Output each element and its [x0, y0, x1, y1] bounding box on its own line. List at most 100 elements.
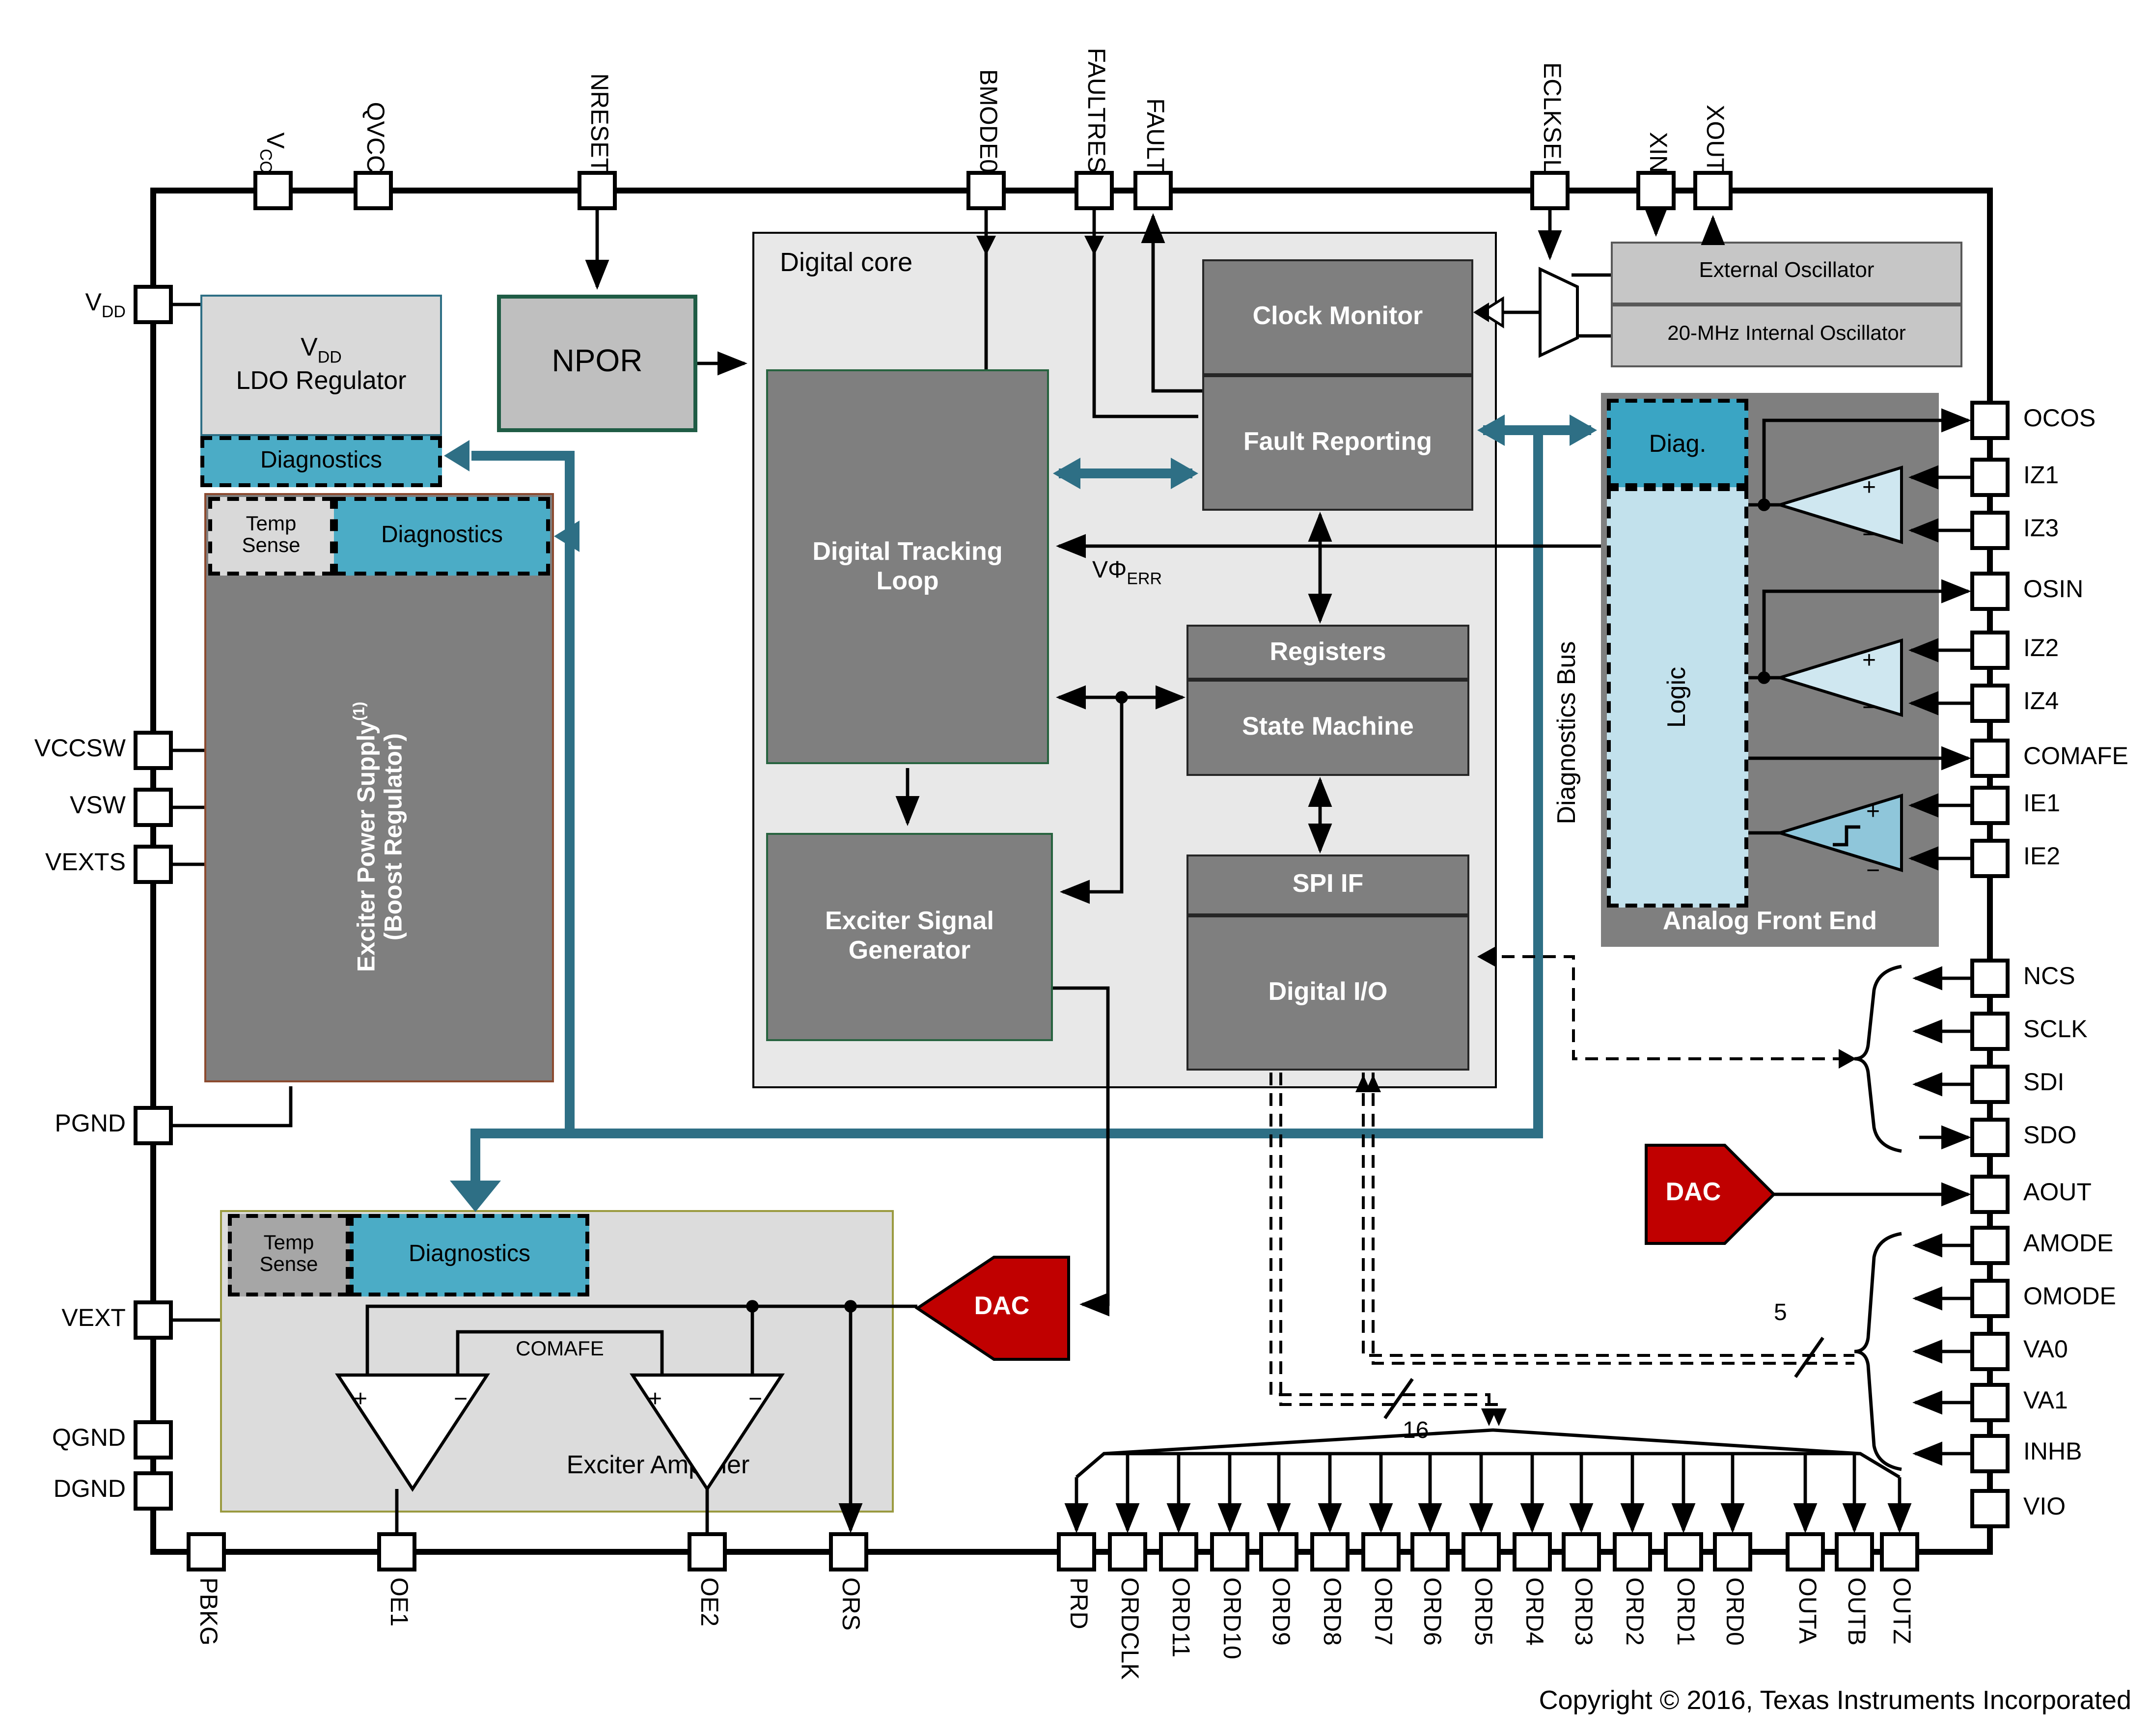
fault-reporting-block: Fault Reporting: [1202, 375, 1473, 511]
pin-label-sdi: SDI: [2023, 1069, 2065, 1096]
pin-label-vexts: VEXTS: [45, 849, 126, 876]
pin-label-inhb: INHB: [2023, 1438, 2082, 1465]
arrowhead-to-amp-diagnostics: [450, 1181, 501, 1212]
pin-iz1: [1970, 458, 2010, 497]
pin-ord10: [1210, 1532, 1249, 1571]
bmode0-arrowhead: [976, 236, 996, 255]
pin-label-ors: ORS: [836, 1577, 863, 1631]
bus5-line-b: [1372, 1073, 1854, 1365]
pin-ordclk: [1108, 1532, 1147, 1571]
state-machine-block: State Machine: [1186, 680, 1469, 776]
dtl-line1: Digital Tracking: [812, 536, 1003, 566]
junction-dot: [746, 1300, 759, 1313]
afe-comparator: [1774, 793, 1903, 873]
registers-block: Registers: [1186, 625, 1469, 680]
digital-core-label: Digital core: [780, 248, 913, 277]
pin-label-prd: PRD: [1064, 1577, 1091, 1629]
pin-ors: [829, 1532, 868, 1571]
pin-label-vext: VEXT: [61, 1304, 126, 1332]
sm-esg-wire: [1059, 697, 1124, 904]
afe-comp-plus: +: [1866, 799, 1880, 825]
pin-vext: [134, 1300, 173, 1340]
pin-qvcc: [354, 171, 393, 210]
pin-eclksel: [1530, 171, 1570, 210]
arrowhead-to-spi-if: [1477, 947, 1495, 966]
pin-ie1: [1970, 786, 2010, 825]
mode-pins-brace: [1854, 1232, 1902, 1471]
comafe-rail-wire: [456, 1330, 664, 1375]
bus5-slash: [1794, 1337, 1824, 1378]
fanout-tent: [1103, 1428, 1861, 1456]
pin-vccsw: [134, 731, 173, 770]
bus5-line-a: [1362, 1073, 1854, 1357]
eps-temp-line1: Temp: [246, 512, 297, 536]
pin-prd: [1057, 1532, 1096, 1571]
faultres-wire: [1092, 210, 1198, 418]
pin-iz2: [1970, 631, 2010, 670]
digital-io-block: Digital I/O: [1186, 915, 1469, 1071]
afe-amp1-minus: −: [1862, 522, 1876, 548]
eps-diagnostics-block: Diagnostics: [334, 497, 550, 576]
pin-label-aout: AOUT: [2023, 1179, 2092, 1206]
osin-wire: [1762, 579, 1972, 678]
external-oscillator-block: External Oscillator: [1611, 242, 1962, 304]
pin-osin: [1970, 572, 2010, 611]
pin-label-osin: OSIN: [2023, 576, 2084, 603]
pin-dgnd: [134, 1471, 173, 1511]
ldo-regulator-block: VDD LDO Regulator: [200, 295, 442, 436]
afe-logic-block: [1607, 487, 1748, 908]
bus16-line-b: [1279, 1073, 1500, 1420]
pin-comafe: [1970, 739, 2010, 778]
clock-monitor-block: Clock Monitor: [1202, 259, 1473, 375]
pin-label-pgnd: PGND: [55, 1110, 126, 1137]
opamp1-plus: +: [354, 1386, 367, 1412]
open-arrowhead: [1479, 296, 1504, 329]
opamp2-plus: +: [648, 1386, 662, 1412]
pin-oe1: [377, 1532, 416, 1571]
pin-label-ord9: ORD9: [1266, 1577, 1294, 1646]
dac-output-wire: [365, 1304, 917, 1375]
esg-line2: Generator: [848, 935, 971, 964]
pgnd-wire: [173, 1086, 293, 1128]
pin-label-iz2: IZ2: [2023, 634, 2059, 662]
pin-label-iz4: IZ4: [2023, 688, 2059, 715]
pin-pgnd: [134, 1106, 173, 1145]
pin-label-qvcc: QVCC: [360, 102, 388, 173]
pin-iz3: [1970, 511, 2010, 550]
bus5-width-label: 5: [1774, 1298, 1787, 1326]
digital-tracking-loop-block: Digital Tracking Loop: [766, 369, 1049, 764]
pin-fault: [1133, 171, 1173, 210]
pin-label-oe1: OE1: [384, 1577, 412, 1627]
arrowhead-to-dtl: [1053, 458, 1080, 489]
ldo-line1: VDD: [301, 332, 342, 367]
pin-sdo: [1970, 1118, 2010, 1157]
pin-sclk: [1970, 1012, 2010, 1051]
internal-oscillator-block: 20-MHz Internal Oscillator: [1611, 304, 1962, 367]
pin-label-ord10: ORD10: [1217, 1577, 1244, 1659]
pin-ord0: [1713, 1532, 1752, 1571]
dac-aout-shape: [1645, 1144, 1776, 1245]
pin-vdd: [134, 285, 173, 324]
pin-xin: [1636, 171, 1676, 210]
spi-if-block: SPI IF: [1186, 854, 1469, 915]
pin-label-ord4: ORD4: [1519, 1577, 1547, 1646]
ldo-line2: LDO Regulator: [236, 366, 407, 396]
exciter-power-supply-block: [204, 493, 554, 1082]
pin-ocos: [1970, 401, 2010, 440]
ocos-wire: [1762, 408, 1972, 505]
pin-pbkg: [187, 1532, 226, 1571]
dac-exciter-label: DAC: [974, 1291, 1030, 1320]
arrowhead-to-fault-reporting: [1477, 414, 1505, 446]
diagnostics-bus-label: Diagnostics Bus: [1551, 641, 1581, 825]
pin-label-fault: FAULT: [1140, 98, 1168, 173]
eps-temp-line2: Sense: [242, 534, 301, 558]
exciter-opamp-1: [335, 1373, 490, 1492]
pin-label-qgnd: QGND: [52, 1424, 126, 1452]
bus5-arrowhead-b: [1365, 1075, 1381, 1092]
spi-dashed-bus: [1481, 955, 1852, 1060]
phase-error-label: VΦERR: [1092, 556, 1162, 588]
exciter-signal-generator-block: Exciter Signal Generator: [766, 833, 1053, 1041]
